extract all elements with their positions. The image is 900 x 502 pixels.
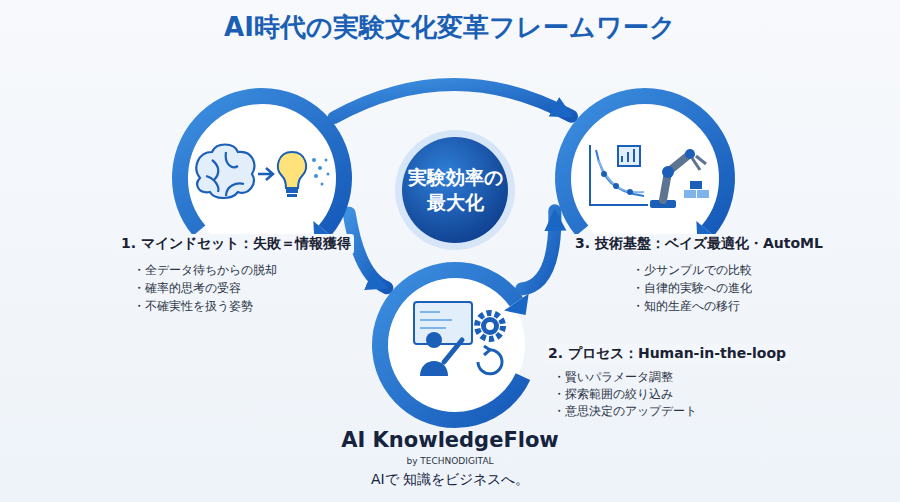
brand-tagline: AIで 知識をビジネスへ。 bbox=[0, 471, 900, 489]
pillar-heading: 3. 技術基盤：ベイズ最適化・AutoML bbox=[572, 234, 826, 254]
ring-arc bbox=[380, 270, 523, 420]
diagram-title: AI時代の実験文化変革フレームワーク bbox=[0, 10, 900, 45]
bullet-item: ・少サンプルでの比較 bbox=[632, 262, 752, 279]
bulb-icon bbox=[278, 152, 330, 197]
bullet-item: ・賢いパラメータ調整 bbox=[553, 369, 673, 386]
brand-byline: by TECHNODIGITAL bbox=[0, 456, 900, 466]
node-outline bbox=[393, 128, 517, 252]
brain-icon bbox=[196, 145, 254, 199]
gear-icon bbox=[477, 313, 503, 374]
bullet-item: ・不確実性を扱う姿勢 bbox=[133, 298, 253, 315]
pillar-heading: 2. プロセス：Human-in-the-loop bbox=[545, 344, 789, 364]
bullet-item: ・探索範囲の絞り込み bbox=[553, 386, 673, 403]
goal-text: 実験効率の 最大化 bbox=[405, 165, 505, 214]
brand-name: AI KnowledgeFlow bbox=[0, 428, 900, 452]
bullet-item: ・確率的思考の受容 bbox=[133, 280, 241, 297]
pillar-ring: 2. プロセス：Human-in-the-loop・賢いパラメータ調整・探索範囲… bbox=[370, 260, 540, 430]
bullet-item: ・全データ待ちからの脱却 bbox=[133, 262, 277, 279]
bullet-item: ・意思決定のアップデート bbox=[553, 403, 697, 420]
pillar-ring: 3. 技術基盤：ベイズ最適化・AutoML・少サンプルでの比較・自律的実験への進… bbox=[553, 86, 737, 270]
pillar-ring: 1. マインドセット：失敗＝情報獲得・全データ待ちからの脱却・確率的思考の受容・… bbox=[170, 86, 354, 270]
ring-arc bbox=[563, 96, 727, 231]
circle-halo bbox=[395, 130, 515, 250]
arrow-icon bbox=[258, 168, 273, 180]
flow-arrow bbox=[522, 211, 555, 289]
robot-arm-icon bbox=[650, 149, 709, 208]
chart-icon bbox=[590, 145, 648, 205]
circle-core bbox=[402, 137, 508, 243]
pillar-heading: 1. マインドセット：失敗＝情報獲得 bbox=[118, 234, 354, 254]
ring-arc bbox=[180, 96, 344, 231]
ring-arrowhead bbox=[504, 293, 529, 315]
goal-circle: 実験効率の 最大化 bbox=[393, 128, 517, 252]
node-outline bbox=[370, 260, 540, 430]
flow-arrow bbox=[349, 213, 387, 288]
person-screen-icon bbox=[414, 302, 472, 376]
bullet-item: ・知的生産への移行 bbox=[632, 298, 740, 315]
flow-arrow bbox=[334, 84, 571, 117]
bullet-item: ・自律的実験への進化 bbox=[632, 280, 752, 297]
